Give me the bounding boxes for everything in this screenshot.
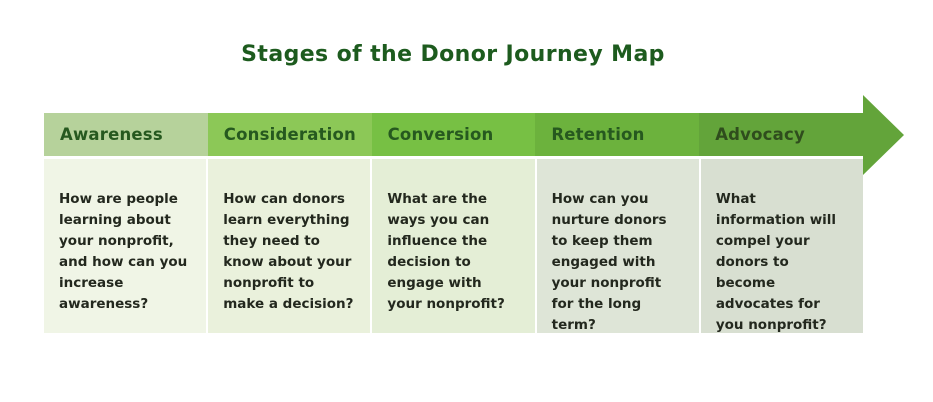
stage-question-retention: How can you nurture donors to keep them … xyxy=(536,159,699,333)
stage-header-row: Awareness Consideration Conversion Reten… xyxy=(44,113,863,156)
journey-table: Awareness Consideration Conversion Reten… xyxy=(44,95,904,333)
stage-header-retention: Retention xyxy=(535,113,700,156)
stage-question-consideration: How can donors learn everything they nee… xyxy=(208,159,371,333)
stage-header-advocacy: Advocacy xyxy=(699,113,863,156)
stage-header-consideration: Consideration xyxy=(207,113,372,156)
arrow-head-icon xyxy=(863,95,904,175)
stage-question-conversion: What are the ways you can influence the … xyxy=(372,159,535,333)
stage-body-row: How are people learning about your nonpr… xyxy=(44,159,864,333)
stage-question-awareness: How are people learning about your nonpr… xyxy=(44,159,207,333)
stage-header-conversion: Conversion xyxy=(371,113,536,156)
stage-header-awareness: Awareness xyxy=(44,113,208,156)
stage-question-advocacy: What information will compel your donors… xyxy=(700,159,864,333)
page-title: Stages of the Donor Journey Map xyxy=(241,42,665,67)
